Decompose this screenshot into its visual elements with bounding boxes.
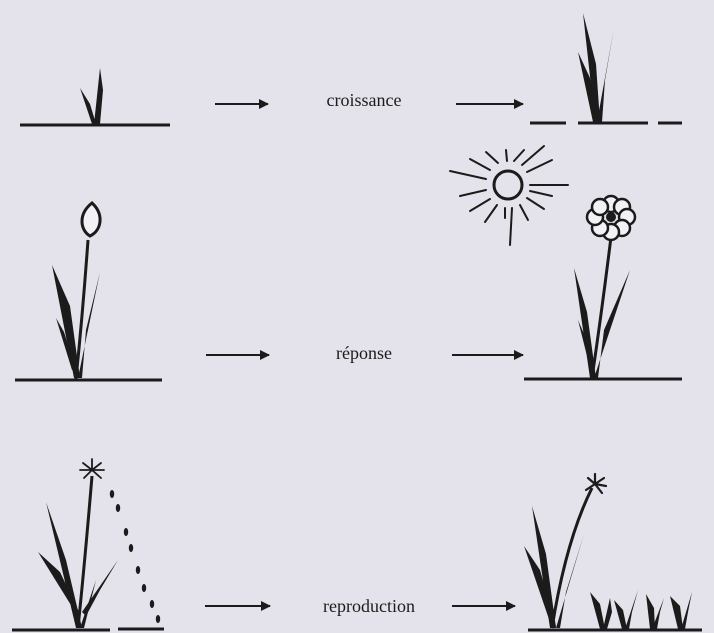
- label-growth: croissance: [327, 90, 402, 110]
- plant-seeding: [12, 459, 164, 630]
- seedling-small: [20, 68, 170, 125]
- plant-bud: [15, 203, 162, 380]
- falling-seeds: [110, 490, 160, 623]
- plant-with-offspring: [524, 474, 702, 630]
- plant-flowering: [524, 196, 682, 379]
- label-response: réponse: [336, 343, 392, 363]
- seedling-grown: [530, 13, 682, 123]
- sun-icon: [450, 146, 568, 245]
- dandelion-head-icon: [80, 459, 104, 478]
- spent-flower-icon: [586, 474, 606, 493]
- offspring-seedlings: [590, 590, 692, 629]
- label-reproduction: reproduction: [323, 596, 415, 616]
